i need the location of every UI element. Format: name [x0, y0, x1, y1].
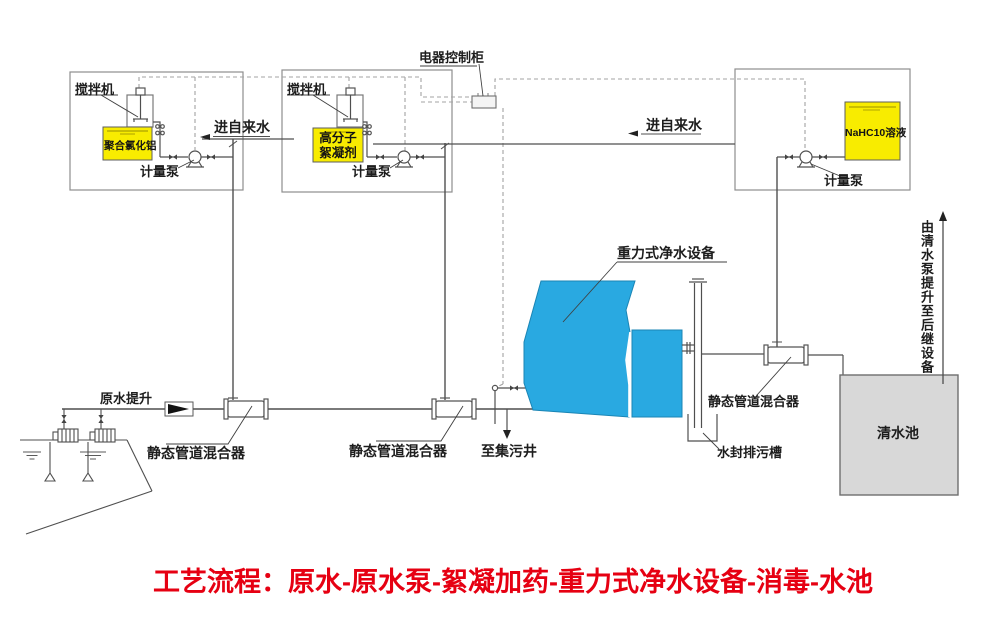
gravity-purifier-label: 重力式净水设备: [617, 245, 715, 261]
valve-icon: [819, 154, 827, 160]
valve-icon: [510, 385, 518, 391]
raw-water-pump-2: [82, 409, 116, 482]
flow-arrow-left-icon: [200, 134, 210, 140]
disinfect-station: [772, 101, 901, 347]
sewage-branch: [491, 384, 527, 439]
valve-icon: [376, 154, 384, 160]
raw-water-pump-1: [44, 409, 79, 482]
outlet-section: [682, 211, 959, 496]
water-seal-trough-label: 水封排污槽: [717, 445, 783, 460]
disinfect-water-inlet-label: 进自来水: [646, 117, 702, 133]
static-mixer-1-label: 静态管道混合器: [147, 445, 245, 461]
valve-icon: [169, 154, 177, 160]
clean-water-tank-label: 清水池: [877, 425, 919, 441]
polymer-tank-label-line2: 絮凝剂: [319, 146, 357, 160]
label-leaders: [166, 405, 464, 445]
polymer-chemical-tank: [312, 127, 364, 163]
gravity-purifier: [523, 261, 727, 418]
static-mixer-2-label: 静态管道混合器: [349, 443, 447, 459]
pac-water-inlet-label: 进自来水: [214, 119, 270, 135]
pac-station: [75, 87, 294, 400]
to-next-equipment-label: 由清水泵提升至后继设备: [919, 220, 934, 374]
polymer-pump-label: 计量泵: [352, 164, 392, 179]
disinfect-station-box: [734, 68, 911, 191]
main-pipeline: [62, 384, 533, 439]
pac-pump-label: 计量泵: [140, 164, 180, 179]
water-seal-pipe: [689, 278, 707, 428]
polymer-station-box: [281, 69, 453, 193]
foot-valve-icon: [44, 471, 56, 482]
polymer-mixer-label: 搅拌机: [287, 82, 327, 97]
up-arrow-icon: [939, 211, 947, 221]
polymer-mixer-motor: [345, 87, 356, 96]
flow-arrow-left-icon: [628, 130, 638, 137]
foot-valve-icon: [82, 471, 94, 482]
static-mixer-1: [223, 397, 269, 420]
valve-icon: [785, 154, 793, 160]
clean-water-tank: [839, 374, 959, 496]
valve-icon: [207, 154, 215, 160]
control-cabinet-label: 电器控制柜: [419, 50, 485, 65]
disinfect-tank-label: NaHC10溶液: [845, 127, 907, 139]
raw-water-lift-label: 原水提升: [100, 391, 153, 406]
pac-chemical-tank: [102, 126, 153, 161]
drain-trough: [687, 414, 718, 442]
static-mixer-3-label: 静态管道混合器: [708, 394, 800, 409]
control-cabinet: [420, 63, 497, 109]
down-arrow-icon: [503, 430, 511, 439]
polymer-station: [287, 87, 735, 400]
process-flow-caption: 工艺流程：原水-原水泵-絮凝加药-重力式净水设备-消毒-水池: [153, 567, 873, 597]
static-mixer-3: [763, 344, 809, 366]
to-sewage-well-label: 至集污井: [481, 443, 537, 459]
pac-tank-label: 聚合氯化铝: [104, 140, 157, 152]
disinfect-pump-label: 计量泵: [824, 173, 864, 188]
polymer-tank-label-line1: 高分子: [319, 131, 357, 145]
control-wiring: [138, 76, 806, 388]
polymer-metering-pump: [397, 150, 411, 164]
polymer-tank-label: 高分子 絮凝剂: [314, 131, 362, 161]
pac-mixer-motor: [135, 87, 146, 96]
valve-icon: [416, 154, 424, 160]
valve-icon: [98, 415, 104, 423]
disinfect-chemical-tank: [844, 101, 901, 161]
station-boxes: [69, 68, 911, 193]
disinfect-metering-pump: [799, 150, 813, 164]
pac-station-box: [69, 71, 244, 191]
valve-icon: [61, 415, 67, 423]
static-mixer-2: [431, 397, 477, 420]
pac-mixer-label: 搅拌机: [75, 82, 115, 97]
raw-water-sump: [20, 409, 153, 535]
